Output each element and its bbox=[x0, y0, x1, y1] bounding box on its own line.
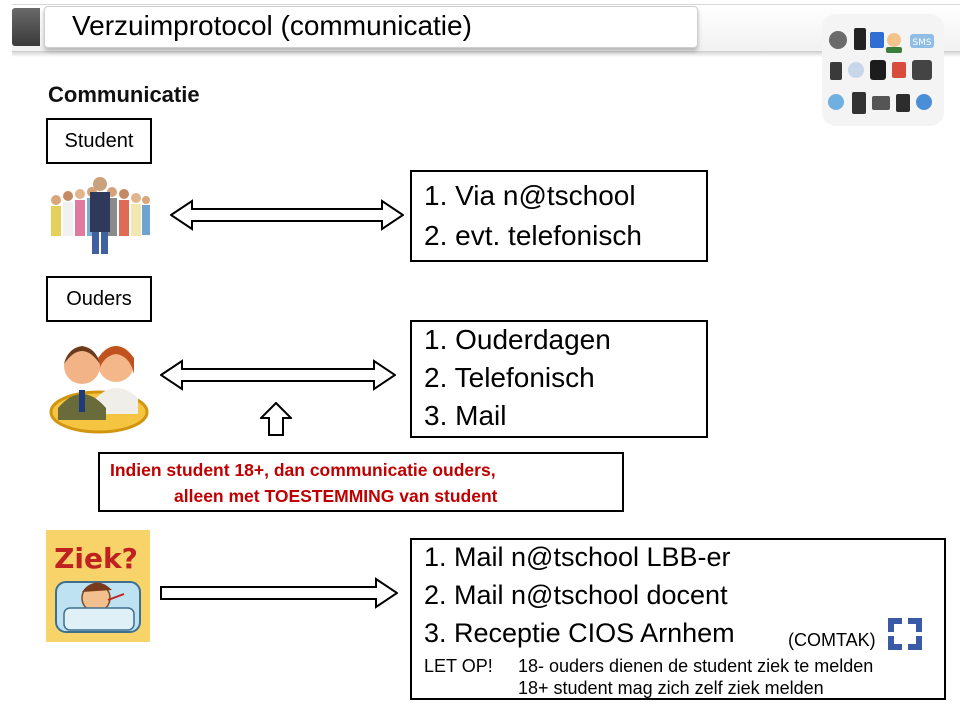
student-channel-2: 2. evt. telefonisch bbox=[424, 220, 642, 251]
parents-channels-box: 1. Ouderdagen 2. Telefonisch 3. Mail bbox=[410, 320, 708, 438]
warning-line-2: alleen met TOESTEMMING van student bbox=[174, 486, 498, 506]
sick-report-box: 1. Mail n@tschool LBB-er 2. Mail n@tscho… bbox=[410, 538, 946, 700]
up-arrow-icon bbox=[260, 402, 292, 436]
comtak-label: (COMTAK) bbox=[788, 630, 876, 650]
student-label: Student bbox=[64, 130, 134, 152]
letop-line-1: 18- ouders dienen de student ziek te mel… bbox=[518, 656, 874, 676]
letop-line-2: 18+ student mag zich zelf ziek melden bbox=[518, 678, 824, 698]
parents-double-arrow bbox=[160, 359, 396, 391]
student-group-image bbox=[46, 170, 152, 258]
student-double-arrow bbox=[170, 199, 404, 231]
parents-label: Ouders bbox=[66, 288, 132, 310]
communication-icons-image: SMS bbox=[822, 14, 944, 126]
student-channel-1: 1. Via n@tschool bbox=[424, 180, 636, 211]
sick-channel-2: 2. Mail n@tschool docent bbox=[424, 580, 728, 610]
letop-label: LET OP! bbox=[424, 656, 493, 676]
sick-channel-3: 3. Receptie CIOS Arnhem bbox=[424, 618, 735, 648]
title-accent-tab bbox=[12, 8, 40, 46]
title-box bbox=[44, 6, 698, 48]
page-title: Verzuimprotocol (communicatie) bbox=[72, 10, 472, 41]
section-heading: Communicatie bbox=[48, 82, 200, 107]
sms-label: SMS bbox=[912, 38, 931, 48]
sick-arrow bbox=[160, 577, 398, 609]
parents-label-box: Ouders bbox=[46, 276, 152, 322]
parents-channel-3: 3. Mail bbox=[424, 400, 507, 431]
sick-cartoon-image: Ziek? bbox=[46, 530, 150, 642]
sick-channel-1: 1. Mail n@tschool LBB-er bbox=[424, 542, 731, 572]
parents-icon-image bbox=[46, 328, 152, 438]
sick-image-text: Ziek? bbox=[54, 542, 138, 575]
comtak-logo-icon bbox=[888, 618, 922, 650]
consent-warning-box: Indien student 18+, dan communicatie oud… bbox=[98, 452, 624, 512]
warning-line-1: Indien student 18+, dan communicatie oud… bbox=[110, 460, 496, 480]
parents-channel-1: 1. Ouderdagen bbox=[424, 324, 611, 355]
student-channels-box: 1. Via n@tschool 2. evt. telefonisch bbox=[410, 170, 708, 262]
parents-channel-2: 2. Telefonisch bbox=[424, 362, 595, 393]
student-label-box: Student bbox=[46, 118, 152, 164]
